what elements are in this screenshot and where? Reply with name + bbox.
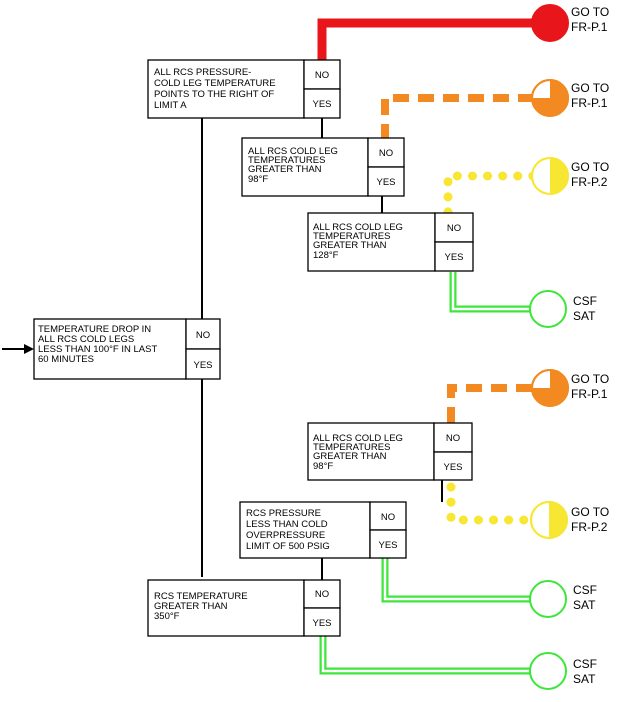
no-label: NO bbox=[315, 70, 329, 81]
decision-text: ALL RCS COLD LEG TEMPERATURES GREATER TH… bbox=[313, 222, 406, 261]
yes-cell bbox=[434, 241, 474, 272]
decision-text: ALL RCS COLD LEG TEMPERATURES GREATER TH… bbox=[313, 433, 406, 472]
status-circle-icon bbox=[530, 501, 568, 539]
no-label: NO bbox=[196, 330, 210, 341]
status-circle-icon bbox=[529, 580, 567, 618]
branch-green-3-line bbox=[319, 636, 530, 675]
yes-cell bbox=[303, 88, 341, 119]
no-label: NO bbox=[446, 433, 460, 444]
status-fill-sector bbox=[550, 158, 568, 194]
branch-orange-bottom-line bbox=[447, 384, 532, 423]
status-circle-icon bbox=[531, 369, 569, 407]
decision-text: ALL RCS PRESSURE- COLD LEG TEMPERATURE P… bbox=[154, 67, 278, 111]
branch-yellow-top-line bbox=[443, 171, 538, 217]
status-circle-icon bbox=[529, 652, 567, 690]
decision-box-pressure-temp-limit: ALL RCS PRESSURE- COLD LEG TEMPERATURE P… bbox=[147, 59, 341, 119]
question-cell bbox=[241, 137, 369, 197]
yes-label: YES bbox=[443, 462, 462, 473]
status-fill-sector bbox=[532, 80, 568, 116]
outcome-label-yellow-p2-bottom: GO TO FR-P.2 bbox=[571, 505, 613, 534]
no-cell bbox=[303, 579, 341, 609]
status-circle-icon bbox=[531, 79, 569, 117]
decision-box-cold-leg-128: ALL RCS COLD LEG TEMPERATURES GREATER TH… bbox=[307, 212, 474, 272]
outcome-label-orange-p1-top: GO TO FR-P.1 bbox=[571, 81, 613, 110]
status-fill-sector bbox=[549, 502, 567, 538]
yes-cell bbox=[303, 607, 341, 637]
question-cell bbox=[307, 422, 435, 481]
branch-red-line bbox=[317, 18, 533, 60]
outcome-label-orange-p1-bottom: GO TO FR-P.1 bbox=[571, 372, 613, 401]
question-cell bbox=[147, 579, 305, 637]
decision-text: TEMPERATURE DROP IN ALL RCS COLD LEGS LE… bbox=[38, 324, 160, 365]
status-circle-icon bbox=[531, 157, 569, 195]
yes-label: YES bbox=[312, 618, 331, 629]
yes-label: YES bbox=[376, 177, 395, 188]
yes-label: YES bbox=[378, 540, 397, 551]
no-cell bbox=[367, 137, 405, 168]
no-cell bbox=[369, 501, 407, 531]
outcome-label-csf-sat-1: CSF SAT bbox=[573, 294, 600, 323]
yes-label: YES bbox=[444, 252, 463, 263]
yes-label: YES bbox=[312, 99, 331, 110]
no-label: NO bbox=[315, 589, 329, 600]
outcome-label-csf-sat-3: CSF SAT bbox=[573, 657, 600, 686]
entry-arrow bbox=[2, 344, 34, 354]
no-label: NO bbox=[447, 223, 461, 234]
yes-cell bbox=[367, 166, 405, 197]
outcome-label-red-p1: GO TO FR-P.1 bbox=[571, 5, 613, 34]
decision-box-temp-drop: TEMPERATURE DROP IN ALL RCS COLD LEGS LE… bbox=[33, 318, 221, 380]
outcome-labels: GO TO FR-P.1 GO TO FR-P.1 GO TO FR-P.2 C… bbox=[571, 5, 613, 686]
decision-box-cold-leg-98-bottom: ALL RCS COLD LEG TEMPERATURES GREATER TH… bbox=[307, 422, 473, 481]
question-cell bbox=[33, 318, 187, 380]
decision-text: RCS PRESSURE LESS THAN COLD OVERPRESSURE… bbox=[246, 508, 330, 552]
status-circle-icon bbox=[529, 290, 567, 328]
no-label: NO bbox=[379, 148, 393, 159]
branch-yellow-bottom-line bbox=[446, 482, 536, 525]
yes-label: YES bbox=[193, 360, 212, 371]
question-cell bbox=[307, 212, 436, 272]
outcome-label-csf-sat-2: CSF SAT bbox=[573, 583, 600, 612]
outcome-icons bbox=[529, 4, 569, 690]
branch-lines bbox=[317, 18, 538, 675]
no-label: NO bbox=[381, 512, 395, 523]
branch-green-2-line bbox=[381, 558, 530, 603]
status-circle-icon bbox=[531, 4, 569, 42]
decision-text: RCS TEMPERATURE GREATER THAN 350°F bbox=[154, 591, 250, 622]
decision-box-rcs-pressure-limit: RCS PRESSURE LESS THAN COLD OVERPRESSURE… bbox=[239, 501, 407, 559]
decision-text: ALL RCS COLD LEG TEMPERATURES GREATER TH… bbox=[248, 146, 341, 185]
decision-box-rcs-temp-350: RCS TEMPERATURE GREATER THAN 350°F NO YE… bbox=[147, 579, 341, 637]
yes-cell bbox=[433, 451, 473, 481]
decision-box-cold-leg-98-top: ALL RCS COLD LEG TEMPERATURES GREATER TH… bbox=[241, 137, 405, 197]
yes-cell bbox=[185, 348, 221, 380]
question-cell bbox=[147, 59, 305, 119]
outcome-label-yellow-p2-top: GO TO FR-P.2 bbox=[571, 160, 613, 189]
no-cell bbox=[433, 422, 473, 453]
no-cell bbox=[185, 318, 221, 350]
branch-green-1-line bbox=[449, 272, 530, 313]
status-fill-sector bbox=[532, 370, 568, 406]
yes-cell bbox=[369, 529, 407, 559]
question-cell bbox=[239, 501, 371, 559]
branch-orange-top-line bbox=[381, 94, 532, 140]
